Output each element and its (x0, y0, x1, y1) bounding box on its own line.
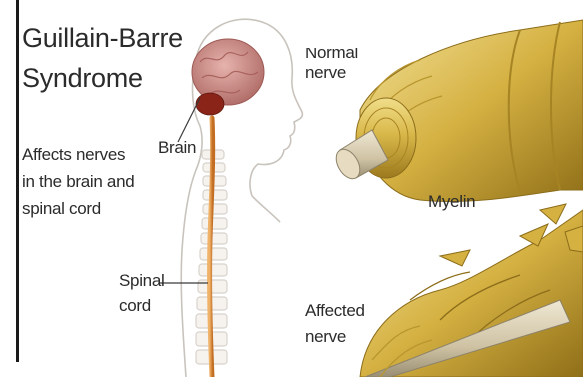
label-normal-line-2: nerve (305, 60, 375, 86)
affected-nerve-illustration (360, 204, 583, 377)
label-normal-nerve: Normal nerve (305, 48, 375, 86)
label-spinal-line-2: cord (119, 293, 179, 318)
label-affected-line-1: Affected (305, 298, 385, 324)
description-line-1: Affects nerves (22, 141, 172, 168)
description-line-2: in the brain and (22, 168, 172, 195)
label-myelin: Myelin (428, 193, 475, 211)
description-line-3: spinal cord (22, 195, 172, 222)
brain-illustration (192, 39, 264, 115)
label-spinal-line-1: Spinal (119, 268, 179, 293)
diagram-title: Guillain-Barre Syndrome (22, 18, 192, 98)
label-affected-line-2: nerve (305, 324, 385, 350)
title-line-2: Syndrome (22, 58, 192, 98)
diagram-description: Affects nerves in the brain and spinal c… (22, 141, 172, 222)
spinal-cord-illustration (210, 118, 213, 377)
label-affected-nerve: Affected nerve (305, 298, 385, 350)
title-line-1: Guillain-Barre (22, 18, 192, 58)
label-normal-line-1-clipped: Normal (305, 48, 375, 60)
label-spinal-cord: Spinal cord (119, 268, 179, 318)
label-brain: Brain (158, 139, 196, 157)
